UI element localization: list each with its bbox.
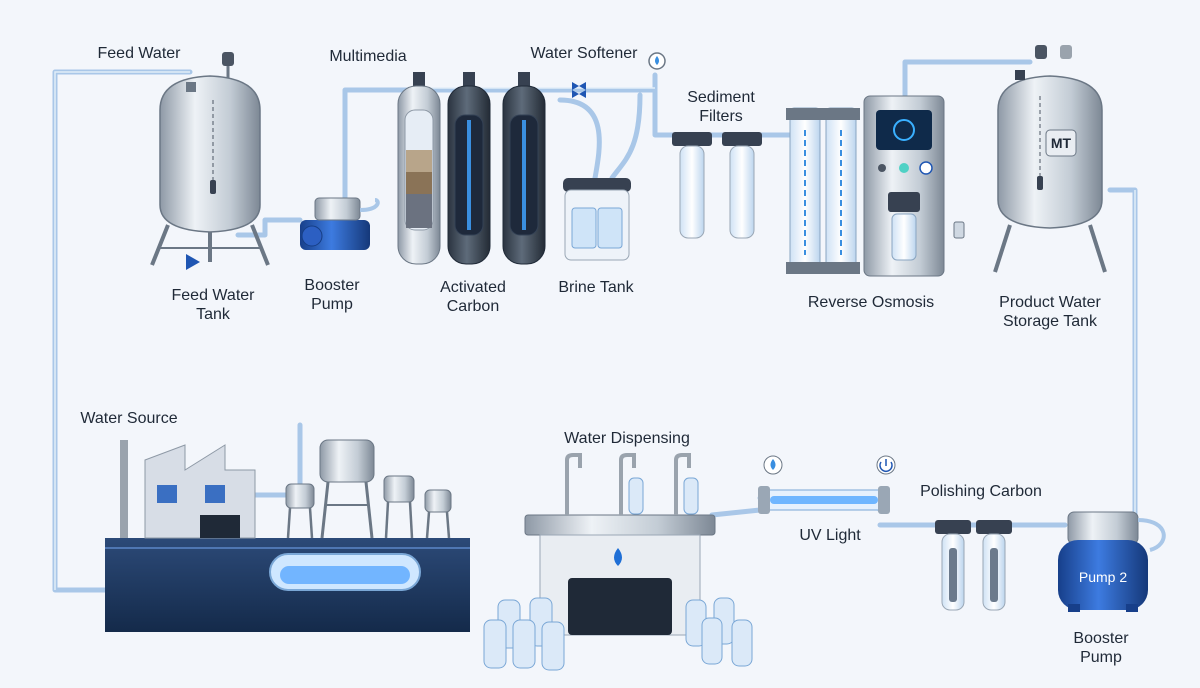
pipe-softener-to-brine: [557, 97, 602, 181]
label-uv-light: UV Light: [799, 527, 861, 544]
pipe-pump-to-multimedia: [342, 87, 423, 208]
label-multimedia: Multimedia: [329, 48, 407, 65]
feed-water-tank: [150, 52, 270, 270]
reverse-osmosis-unit: [786, 95, 965, 277]
label-booster-pump-top: Booster Pump: [304, 277, 360, 313]
product-water-storage-tank: [993, 45, 1107, 273]
booster-pump-bottom: [1058, 511, 1166, 612]
tank-badge-label: MT: [1051, 135, 1072, 151]
label-water-softener: Water Softener: [530, 45, 638, 62]
label-booster-pump-bottom: Booster Pump: [1073, 630, 1129, 666]
bottle-group-left: [483, 597, 565, 671]
water-drop-icon: [614, 548, 622, 566]
control-screen: [876, 110, 932, 150]
water-softener-filter: [502, 52, 666, 265]
activated-carbon-filter: [447, 72, 491, 265]
booster-pump-top: [300, 197, 380, 250]
label-polishing-carbon: Polishing Carbon: [920, 483, 1042, 500]
pressure-gauge-icon: [222, 52, 234, 66]
pipe-uv-to-dispensing: [709, 507, 763, 528]
pipe-softener-to-brine-2: [609, 92, 643, 181]
pump-badge-label: Pump 2: [1079, 569, 1127, 585]
brine-tank: [563, 178, 631, 261]
pipe-ro-to-product-tank: [902, 59, 1033, 98]
water-dispensing-station: [524, 453, 716, 636]
tank-badge-box: [1045, 129, 1077, 157]
power-icon: [919, 161, 933, 175]
label-feed-water-tank: Feed Water Tank: [171, 287, 255, 323]
valve-icon: [186, 254, 200, 270]
label-feed-water: Feed Water: [97, 45, 181, 62]
label-water-source: Water Source: [80, 410, 178, 427]
label-brine-tank: Brine Tank: [558, 279, 634, 296]
sediment-filters: [672, 132, 762, 239]
pipe-product-tank-down: [1107, 187, 1138, 523]
water-tower-small: [285, 475, 452, 539]
water-tower-large: [319, 439, 375, 539]
valve-icon: [572, 82, 586, 98]
label-water-dispensing: Water Dispensing: [564, 430, 690, 447]
uv-light-unit: [758, 455, 896, 514]
label-sediment-filters: Sediment Filters: [687, 89, 755, 125]
pipe-feed-tank-to-pump: [235, 217, 303, 238]
water-source: [105, 439, 470, 632]
label-reverse-osmosis: Reverse Osmosis: [807, 294, 935, 311]
label-activated-carbon: Activated Carbon: [440, 279, 506, 315]
pressure-gauge-icon: [1035, 45, 1047, 59]
label-product-water-storage-tank: Product Water Storage Tank: [999, 294, 1101, 330]
multimedia-filter: [397, 72, 441, 265]
bottle-group-right: [685, 597, 753, 667]
polishing-carbon-filters: [935, 520, 1012, 611]
water-bottle-icon: [628, 477, 644, 515]
